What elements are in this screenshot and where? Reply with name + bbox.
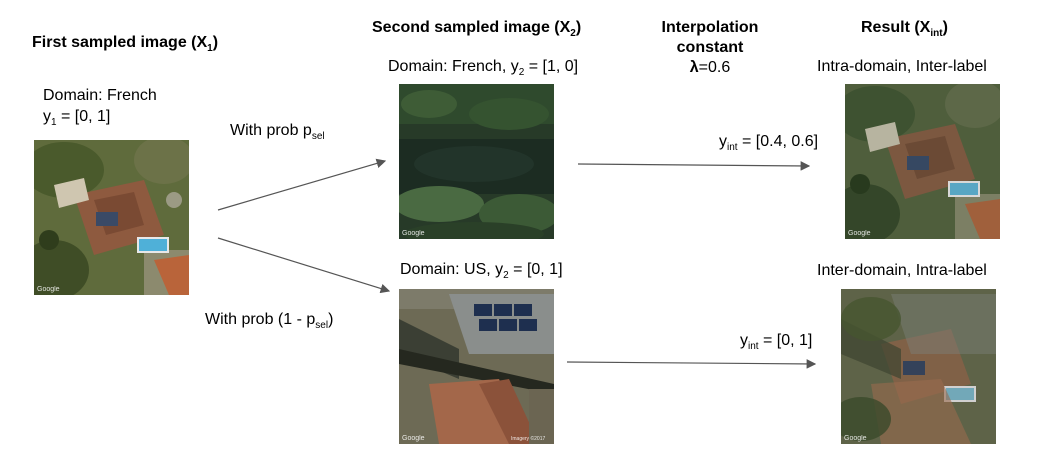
second-us-imagery-note: Imagery ©2017 — [511, 435, 545, 442]
arrow-to-result-top — [577, 161, 811, 171]
result-bottom-caption: Inter-domain, Intra-label — [817, 262, 987, 279]
result-top-caption: Intra-domain, Inter-label — [817, 58, 987, 75]
first-domain-label: Domain: French — [43, 87, 157, 104]
prob-complement-label: With prob (1 - psel) — [205, 311, 334, 331]
second-us-image: Google Imagery ©2017 — [399, 289, 554, 444]
result-header: Result (Xint) — [861, 19, 948, 39]
second-image-header: Second sampled image (X2) — [372, 19, 582, 39]
second-us-watermark: Google — [402, 435, 425, 442]
arrow-to-second-us — [217, 237, 391, 294]
arrow-to-result-bottom — [566, 359, 817, 369]
first-sampled-image: Google — [34, 140, 189, 295]
interpolation-line-1: Interpolation — [661, 19, 759, 36]
arrow-to-second-french — [217, 158, 387, 211]
first-label-vector: y1 = [0, 1] — [43, 108, 111, 128]
interpolation-line-2: constant — [676, 39, 744, 56]
result-top-watermark: Google — [848, 230, 871, 237]
result-bottom-image: Google — [841, 289, 996, 444]
first-image-header: First sampled image (X1) — [32, 34, 219, 54]
second-french-watermark: Google — [402, 230, 425, 237]
result-bottom-watermark: Google — [844, 435, 867, 442]
interpolation-header: Interpolation constant λ=0.6 — [640, 18, 780, 78]
y-int-top-label: yint = [0.4, 0.6] — [719, 133, 819, 153]
second-us-domain-label: Domain: US, y2 = [0, 1] — [400, 261, 563, 281]
result-top-image: Google — [845, 84, 1000, 239]
second-french-image: Google — [399, 84, 554, 239]
second-french-domain-label: Domain: French, y2 = [1, 0] — [388, 58, 579, 78]
prob-select-label: With prob psel — [230, 122, 325, 142]
first-image-watermark: Google — [37, 286, 60, 293]
lambda-value: λ=0.6 — [689, 59, 731, 76]
y-int-bottom-label: yint = [0, 1] — [740, 332, 813, 352]
